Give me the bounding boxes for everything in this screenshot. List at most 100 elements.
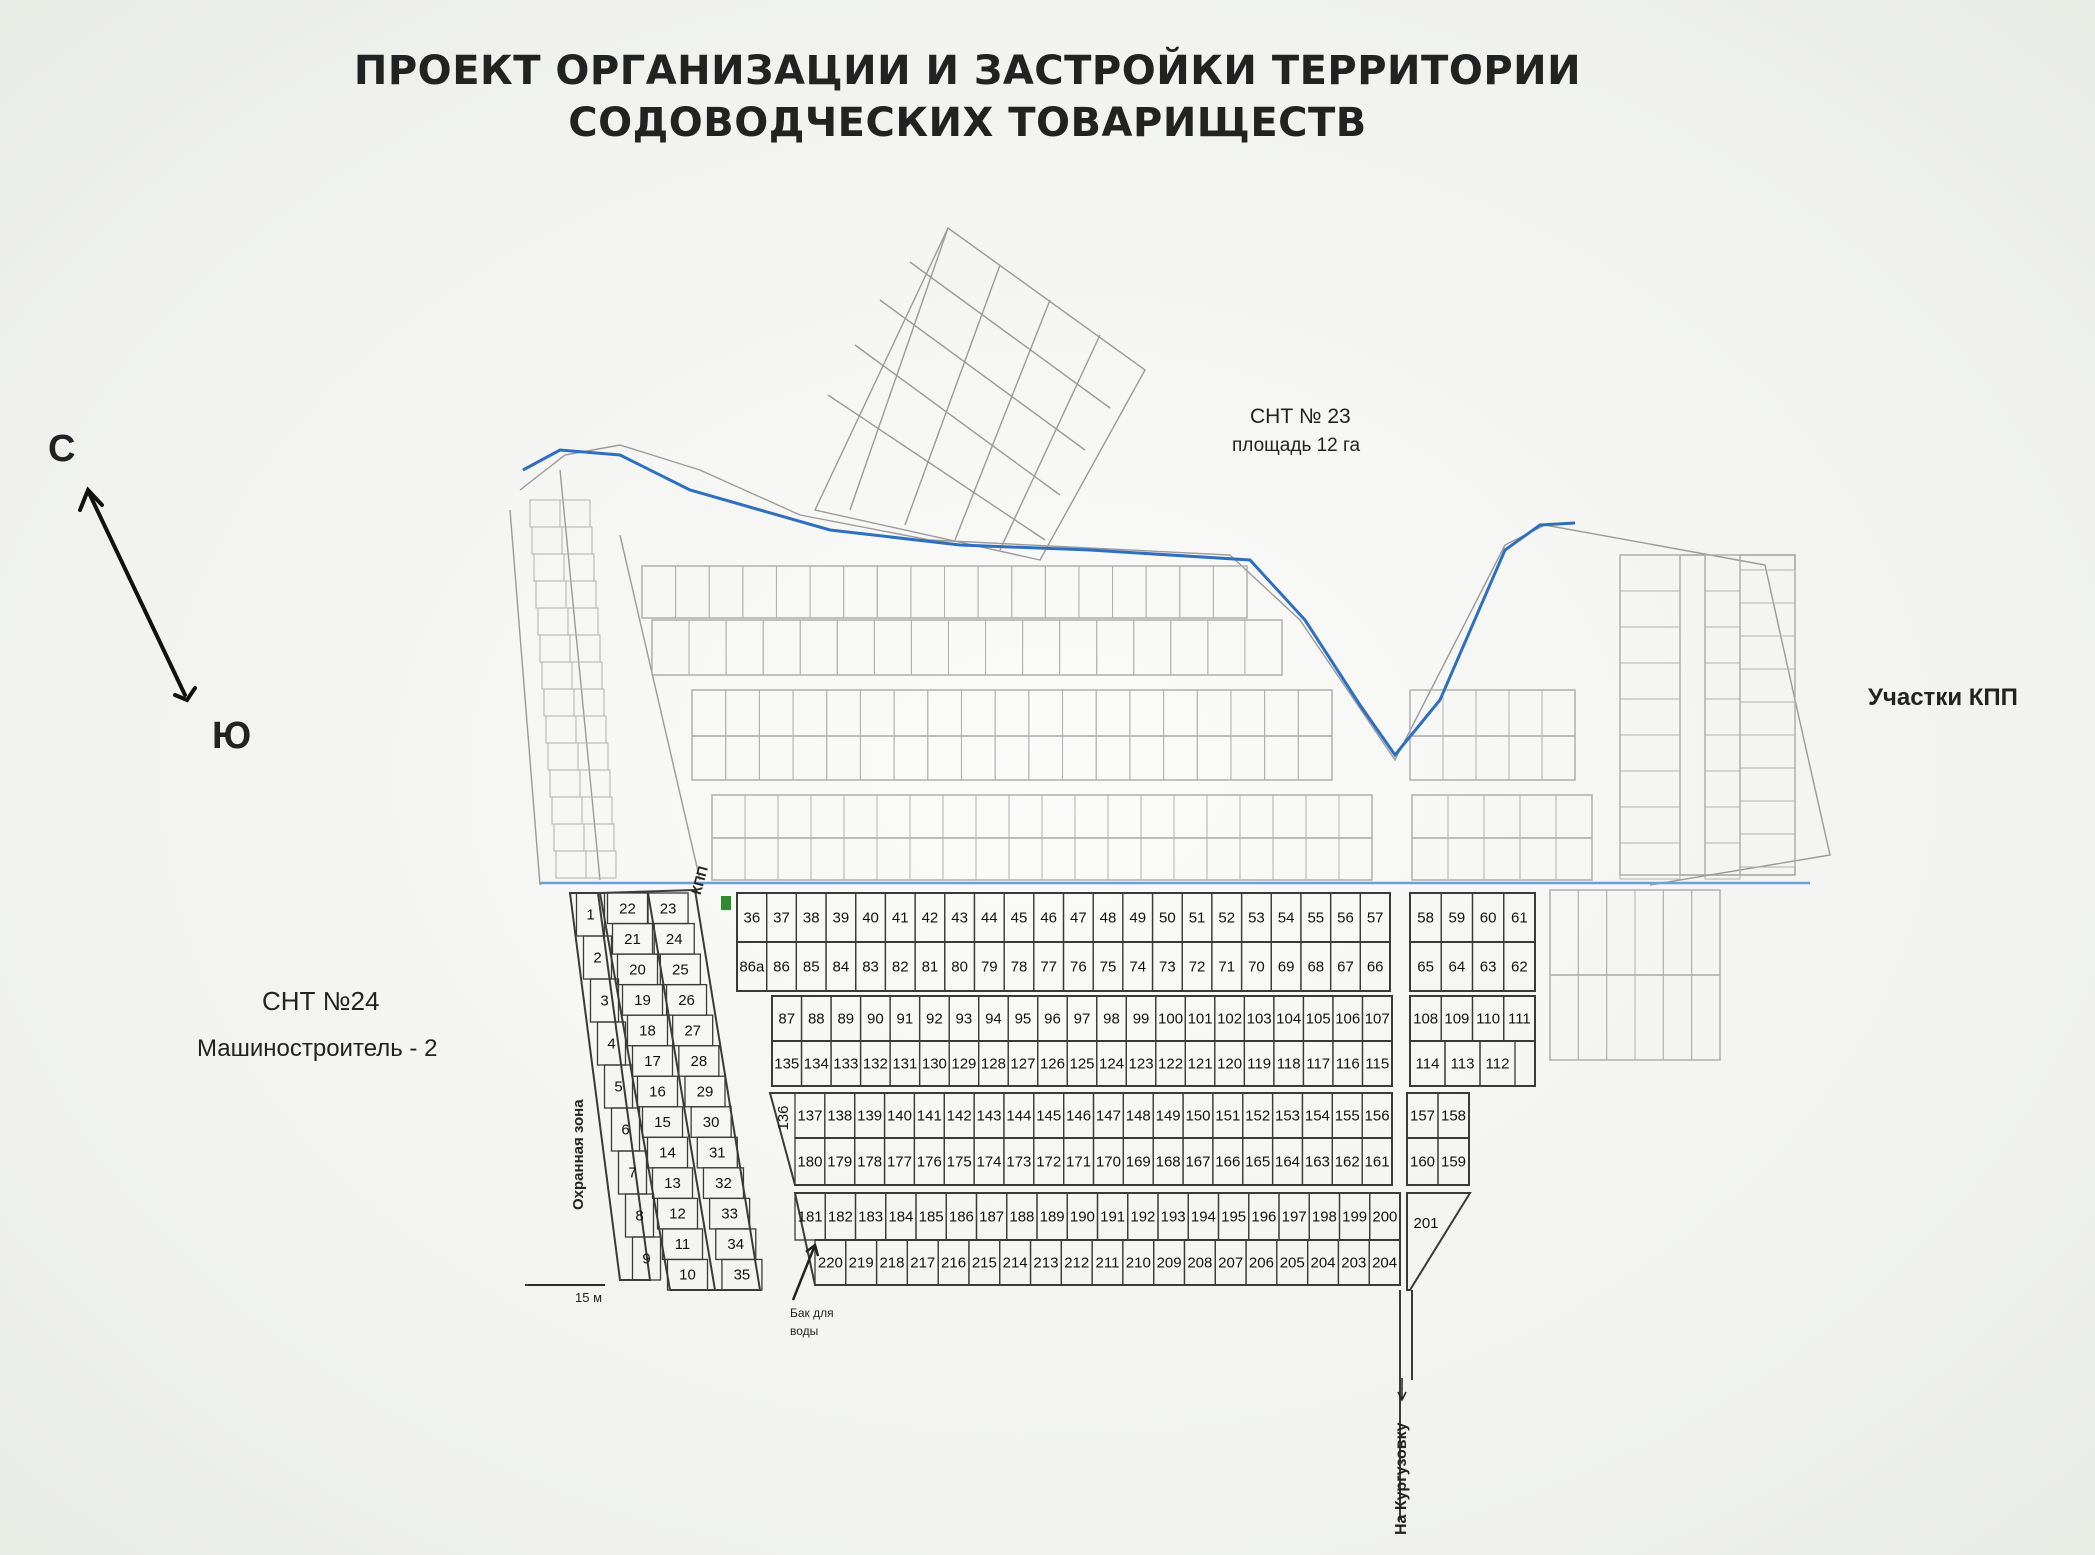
plot-number-row3-bottom: 177: [887, 1154, 912, 1171]
faded-plot-cell: [1179, 565, 1214, 619]
faded-plot-cell: [1447, 794, 1485, 839]
plot-number-west-left: 3: [600, 993, 608, 1010]
plot-number-row3-east-top: 157: [1410, 1108, 1435, 1125]
width-15m-label: 15 м: [575, 1290, 603, 1305]
plot-number-row3-bottom: 170: [1096, 1154, 1121, 1171]
plot-number-row1-top: 40: [862, 910, 879, 927]
plot-number-west-right-a: 20: [629, 961, 646, 978]
faded-plot-cell: [1272, 837, 1307, 881]
faded-plot-cell: [1704, 554, 1741, 592]
faded-plot-cell: [1107, 794, 1142, 839]
plot-cell: [1503, 941, 1536, 992]
faded-plot-cell: [994, 735, 1030, 781]
faded-plot-cell: [985, 619, 1024, 676]
faded-plot-cell: [641, 565, 677, 619]
plot-number-west-left: 1: [586, 907, 594, 924]
plot-number-row4-top: 197: [1282, 1209, 1307, 1226]
plot-number-row2-bottom: 120: [1217, 1056, 1242, 1073]
faded-plot-cell: [777, 794, 812, 839]
plot-number-row2-top: 100: [1158, 1011, 1183, 1028]
plot-number-west-right-b: 33: [721, 1206, 738, 1223]
plot-number-row3-top: 155: [1335, 1108, 1360, 1125]
faded-plot-cell: [1691, 974, 1721, 1061]
plot-number-row3-bottom: 180: [797, 1154, 822, 1171]
faded-plot-cell: [909, 837, 944, 881]
plot-number-row4-bottom: 211: [1096, 1255, 1120, 1272]
faded-plot-cell: [1129, 689, 1165, 737]
faded-plot-cell: [1272, 794, 1307, 839]
faded-plot-cell: [1411, 794, 1449, 839]
plot-number-row3-bottom: 178: [857, 1154, 882, 1171]
plot-number-row3-top: 144: [1006, 1108, 1031, 1125]
plot-number-row1-east-top: 60: [1480, 910, 1497, 927]
faded-plot-cell: [567, 607, 599, 636]
plot-number-row1-top: 53: [1248, 910, 1265, 927]
faded-plot-cell: [1196, 735, 1232, 781]
plot-number-row3-top: 148: [1126, 1108, 1151, 1125]
faded-plot-cell: [947, 619, 987, 676]
faded-plot-cell: [1011, 565, 1046, 619]
plot-number-row4-top: 181: [798, 1209, 823, 1226]
plot-number-row1-top: 51: [1189, 910, 1206, 927]
plot-number-row4-top: 193: [1161, 1209, 1186, 1226]
faded-plot-cell: [1606, 889, 1636, 976]
faded-plot-cell: [547, 742, 579, 771]
faded-plot-cell: [1173, 837, 1208, 881]
faded-plot-cell: [1519, 794, 1557, 839]
plot-number-row2-top: 104: [1276, 1011, 1301, 1028]
plot-number-row4-bottom: 218: [879, 1255, 904, 1272]
plot-number-west-right-b: 23: [660, 900, 677, 917]
plot-number-row2-bottom: 116: [1336, 1056, 1360, 1073]
faded-plot-cell: [539, 634, 571, 663]
faded-plot-cell: [1140, 794, 1175, 839]
faded-plot-cell: [1483, 837, 1521, 881]
faded-plot-cell: [960, 689, 996, 737]
faded-plot-cell: [1704, 590, 1741, 628]
plot-number-row2-top: 102: [1217, 1011, 1242, 1028]
plot-number-west-right-b: 32: [715, 1175, 732, 1192]
plot-number-row2-bottom: 132: [863, 1056, 888, 1073]
faded-plot-cell: [810, 794, 845, 839]
faded-plot-cell: [1078, 565, 1114, 619]
faded-plot-cell: [711, 837, 746, 881]
plot-number-row2-bottom: 122: [1158, 1056, 1183, 1073]
plot-number-row1-east-bottom: 62: [1511, 959, 1528, 976]
plot-number-row2-bottom: 119: [1247, 1056, 1271, 1073]
plot-number-row4-top: 183: [858, 1209, 883, 1226]
faded-plot-cell: [1230, 735, 1266, 781]
faded-plot-cell: [555, 850, 587, 879]
faded-plot-cell: [1619, 734, 1681, 772]
plot-number-row1-top: 46: [1040, 910, 1057, 927]
plot-number-row4-top: 194: [1191, 1209, 1216, 1226]
plot-number-row4-top: 189: [1040, 1209, 1065, 1226]
plot-number-west-left: 6: [621, 1122, 629, 1139]
plot-cell: [721, 1258, 763, 1291]
plot-number-row1-bottom: 69: [1278, 959, 1295, 976]
faded-plot-cell: [960, 735, 996, 781]
plot-number-row3-top: 145: [1036, 1108, 1061, 1125]
faded-plot-cell: [792, 689, 828, 737]
page-title-line-1: ПРОЕКТ ОРГАНИЗАЦИИ И ЗАСТРОЙКИ ТЕРРИТОРИ…: [353, 48, 1582, 94]
faded-plot-cell: [1634, 889, 1664, 976]
plot-number-row4-bottom: 204: [1372, 1255, 1397, 1272]
plot-number-row3-top: 151: [1215, 1108, 1240, 1125]
faded-plot-cell: [809, 565, 845, 619]
plot-number-row1-top: 48: [1100, 910, 1117, 927]
faded-plot-cell: [1739, 602, 1796, 637]
faded-plot-cell: [531, 526, 563, 555]
plot-number-row3-bottom: 175: [947, 1154, 972, 1171]
faded-plot-cell: [1206, 837, 1241, 881]
plot-number-west-right-b: 35: [734, 1267, 751, 1284]
plot-number-row4-bottom: 217: [910, 1255, 935, 1272]
faded-plot-cell: [873, 619, 912, 676]
faded-plot-cell: [1163, 735, 1198, 781]
plot-number-row4-top: 199: [1342, 1209, 1367, 1226]
plot-number-row4-top: 198: [1312, 1209, 1337, 1226]
plot-number-row2-top: 92: [926, 1011, 943, 1028]
faded-plot-cell: [1739, 668, 1796, 703]
plot-number-row3-top: 150: [1185, 1108, 1210, 1125]
plot-number-row3-bottom: 168: [1156, 1154, 1181, 1171]
faded-plot-cell: [758, 735, 794, 781]
